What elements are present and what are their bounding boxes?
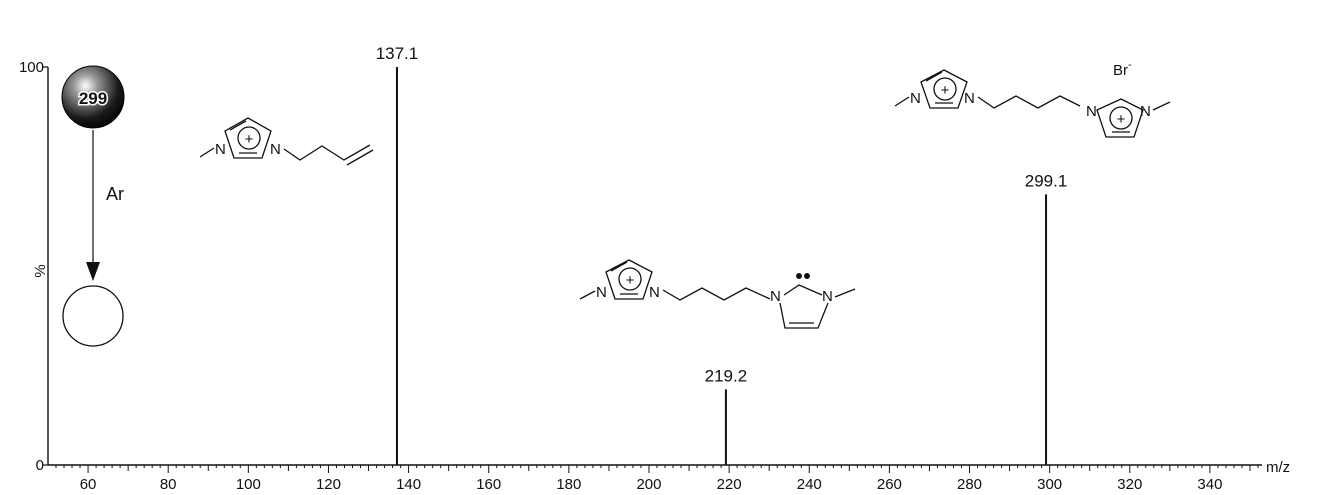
charge-plus-sign-4: + bbox=[1117, 111, 1126, 128]
fragmentation-scheme: 299 Ar bbox=[61, 65, 125, 347]
atom-n-e: N bbox=[910, 90, 921, 107]
atom-n-d: N bbox=[822, 288, 833, 305]
peaks: 137.1 219.2 299.1 bbox=[376, 44, 1068, 465]
x-tick-label: 140 bbox=[396, 476, 421, 493]
fragment-ion-circle bbox=[62, 285, 124, 347]
x-tick-label: 260 bbox=[877, 476, 902, 493]
atom-n-f: N bbox=[964, 90, 975, 107]
peak-label-137.1: 137.1 bbox=[376, 44, 419, 63]
atom-n-right: N bbox=[270, 141, 281, 158]
x-tick-label: 240 bbox=[797, 476, 822, 493]
precursor-mz-label: 299 bbox=[79, 89, 107, 108]
x-axis-label: m/z bbox=[1266, 459, 1290, 476]
atom-n-g: N bbox=[1086, 103, 1097, 120]
x-tick-label: 80 bbox=[160, 476, 177, 493]
atom-n-left: N bbox=[215, 141, 226, 158]
precursor-ion-sphere bbox=[61, 65, 125, 129]
x-tick-label: 280 bbox=[957, 476, 982, 493]
structure-carbene-fragment: + N N N N bbox=[579, 259, 856, 329]
atom-n-h: N bbox=[1140, 103, 1151, 120]
arrowhead-icon bbox=[86, 262, 100, 281]
atom-n-b: N bbox=[649, 284, 660, 301]
x-tick-label: 320 bbox=[1117, 476, 1142, 493]
positive-charge-circle bbox=[237, 126, 261, 150]
imidazolium-ring bbox=[224, 117, 272, 159]
y-ticks: 0 100 bbox=[19, 59, 48, 474]
charge-plus-sign-3: + bbox=[941, 82, 950, 99]
charge-plus-sign: + bbox=[245, 131, 254, 148]
positive-charge-circle-2 bbox=[618, 267, 642, 291]
x-tick-label: 60 bbox=[80, 476, 97, 493]
y-axis-label: % bbox=[32, 264, 49, 277]
atom-n-c: N bbox=[770, 288, 781, 305]
x-tick-label: 300 bbox=[1037, 476, 1062, 493]
structure-bis-imidazolium: + N N N N + Br- bbox=[894, 59, 1171, 138]
y-tick-label: 0 bbox=[36, 457, 44, 474]
lone-pair-dot-2 bbox=[804, 273, 810, 279]
structure-butenyl-imidazolium: + N N bbox=[199, 117, 374, 166]
collision-gas-label: Ar bbox=[106, 184, 124, 204]
charge-plus-sign-2: + bbox=[626, 272, 635, 289]
x-ticks: 60 80 100 120 140 160 180 200 220 240 260 280 300 320… bbox=[55, 465, 1259, 493]
lone-pair-dot-1 bbox=[796, 273, 802, 279]
atom-n-a: N bbox=[596, 284, 607, 301]
x-tick-label: 160 bbox=[476, 476, 501, 493]
positive-charge-circle-3 bbox=[933, 77, 957, 101]
x-tick-label: 120 bbox=[316, 476, 341, 493]
y-tick-label: 100 bbox=[19, 59, 44, 76]
peak-label-219.2: 219.2 bbox=[705, 366, 748, 385]
peak-label-299.1: 299.1 bbox=[1025, 171, 1068, 190]
x-tick-label: 100 bbox=[236, 476, 261, 493]
x-tick-label: 220 bbox=[717, 476, 742, 493]
positive-charge-circle-4 bbox=[1109, 106, 1133, 130]
bromide-counter-ion: Br- bbox=[1113, 59, 1132, 79]
x-tick-label: 200 bbox=[636, 476, 661, 493]
x-tick-label: 340 bbox=[1197, 476, 1222, 493]
x-tick-label: 180 bbox=[556, 476, 581, 493]
